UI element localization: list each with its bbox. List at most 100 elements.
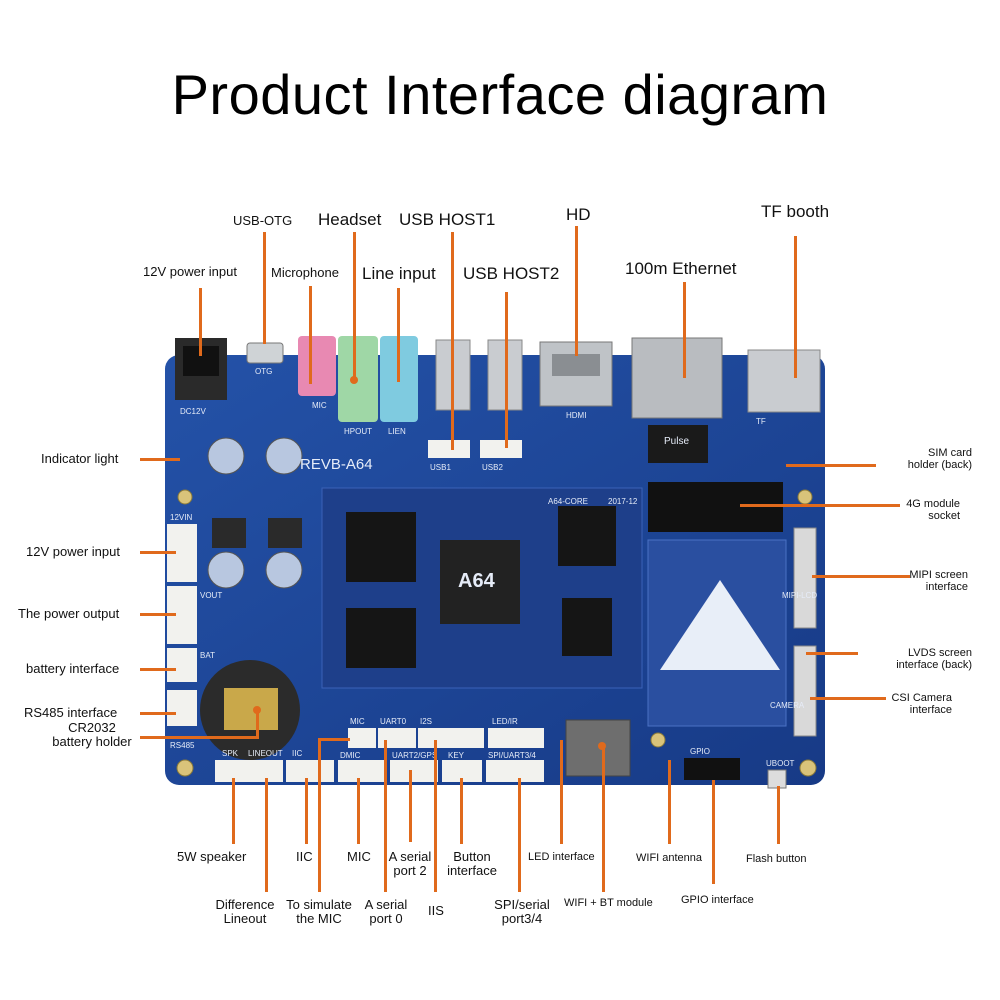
silk-hdmi: HDMI xyxy=(566,411,587,420)
silk-lineout: LINEOUT xyxy=(248,749,283,758)
mount-hole xyxy=(799,759,817,777)
ram-chip xyxy=(346,608,416,668)
uart2-header xyxy=(390,760,438,782)
leader-indicator-light xyxy=(140,458,180,461)
iic-header xyxy=(286,760,334,782)
bat-connector xyxy=(167,648,197,682)
leader-flash-button xyxy=(777,786,780,844)
leader-led xyxy=(560,740,563,844)
label-csi: CSI Camera interface xyxy=(872,692,952,716)
capacitor xyxy=(207,551,245,589)
rs485-connector xyxy=(167,690,197,726)
uart0-header xyxy=(378,728,416,748)
headset-jack xyxy=(338,336,378,422)
label-mipi: MIPI screen interface xyxy=(872,569,968,593)
pulse-label: Pulse xyxy=(664,436,690,447)
leader-cr2032-v xyxy=(256,712,259,739)
mount-hole xyxy=(177,489,193,505)
label-serial2-line1: A serial xyxy=(388,849,432,864)
label-sim-mic: To simulate the MIC xyxy=(280,898,358,926)
leader-hd xyxy=(575,226,578,356)
label-12v-power-top: 12V power input xyxy=(143,264,237,279)
leader-usb-host1 xyxy=(451,232,454,450)
label-iic: IIC xyxy=(296,849,313,864)
label-lvds: LVDS screen interface (back) xyxy=(852,647,972,671)
label-gpio-interface: GPIO interface xyxy=(681,894,754,906)
label-mipi-line1: MIPI screen xyxy=(909,569,968,581)
label-rs485: RS485 interface xyxy=(24,705,118,720)
label-tf-booth: TF booth xyxy=(761,202,830,221)
label-serial2-line2: port 2 xyxy=(393,863,427,878)
leader-mipi xyxy=(812,575,910,578)
silk-camera: CAMERA xyxy=(770,701,805,710)
usb1-header xyxy=(428,440,470,458)
label-mipi-line2: interface xyxy=(925,581,968,593)
usb2-header xyxy=(480,440,522,458)
label-sim-line2: holder (back) xyxy=(907,459,972,471)
silk-mipi-lcd: MIPI-LCD xyxy=(782,591,818,600)
mipi-connector xyxy=(793,527,817,629)
label-iis: IIS xyxy=(428,903,444,918)
mic-jack xyxy=(298,336,336,396)
core-board-label: A64-CORE xyxy=(548,497,589,506)
page-title: Product Interface diagram xyxy=(171,63,829,126)
pulse-transformer xyxy=(648,425,708,463)
label-csi-line1: CSI Camera xyxy=(891,692,952,704)
label-button-line2: interface xyxy=(447,863,497,878)
silk-otg: OTG xyxy=(255,367,273,376)
leader-serial2 xyxy=(409,770,412,842)
board-silk-name: REVB-A64 xyxy=(300,456,373,473)
silk-uart2-gps: UART2/GPS xyxy=(392,751,438,760)
silk-vout: VOUT xyxy=(200,591,223,600)
pmic-chip xyxy=(562,598,612,656)
leader-4g-module xyxy=(740,504,900,507)
silk-iic: IIC xyxy=(292,749,303,758)
label-flash-button: Flash button xyxy=(746,853,807,865)
leader-gpio xyxy=(712,780,715,884)
soc-chip-label: A64 xyxy=(458,570,495,592)
label-lvds-line1: LVDS screen xyxy=(908,647,972,659)
label-spi-line2: port3/4 xyxy=(501,911,543,926)
silk-dmic: DMIC xyxy=(340,751,361,760)
leader-line-input xyxy=(397,288,400,382)
silk-led-ir: LED/IR xyxy=(492,717,518,726)
leader-iis xyxy=(434,740,437,892)
silk-rs485: RS485 xyxy=(170,741,195,750)
capacitor xyxy=(207,437,245,475)
leader-button xyxy=(460,778,463,844)
label-usb-otg: USB-OTG xyxy=(233,213,293,228)
leader-microphone xyxy=(309,286,312,384)
leader-usb-otg xyxy=(263,232,266,344)
label-indicator-light: Indicator light xyxy=(41,451,119,466)
label-microphone: Microphone xyxy=(271,265,339,280)
leader-sim-mic-h xyxy=(318,738,350,741)
leader-power-output xyxy=(140,613,176,616)
ethernet-port xyxy=(631,337,723,419)
label-led-interface: LED interface xyxy=(528,851,595,863)
silk-usb1: USB1 xyxy=(430,463,451,472)
label-spi: SPI/serial port3/4 xyxy=(484,898,560,926)
mount-hole xyxy=(176,759,194,777)
silk-tf: TF xyxy=(756,417,766,426)
leader-iic xyxy=(305,778,308,844)
silk-lien: LIEN xyxy=(388,427,406,436)
leader-battery-interface xyxy=(140,668,176,671)
label-sim-line1: SIM card xyxy=(927,447,972,459)
label-serial0: A serial port 0 xyxy=(358,898,414,926)
label-serial0-line2: port 0 xyxy=(369,911,403,926)
leader-ethernet xyxy=(683,282,686,378)
label-cr2032: CR2032 battery holder xyxy=(44,721,140,749)
leader-tf-booth xyxy=(794,236,797,378)
label-headset: Headset xyxy=(318,210,382,229)
capacitor xyxy=(265,551,303,589)
leader-rs485 xyxy=(140,712,176,715)
silk-i2s: I2S xyxy=(420,717,433,726)
core-board-date: 2017-12 xyxy=(608,497,638,506)
leader-sim-card xyxy=(786,464,876,467)
key-header xyxy=(442,760,482,782)
label-csi-line2: interface xyxy=(909,704,952,716)
label-sim-mic-line1: To simulate xyxy=(286,897,352,912)
leader-sim-mic xyxy=(318,738,321,892)
leader-dot xyxy=(598,742,606,750)
esd-warning xyxy=(660,580,780,670)
